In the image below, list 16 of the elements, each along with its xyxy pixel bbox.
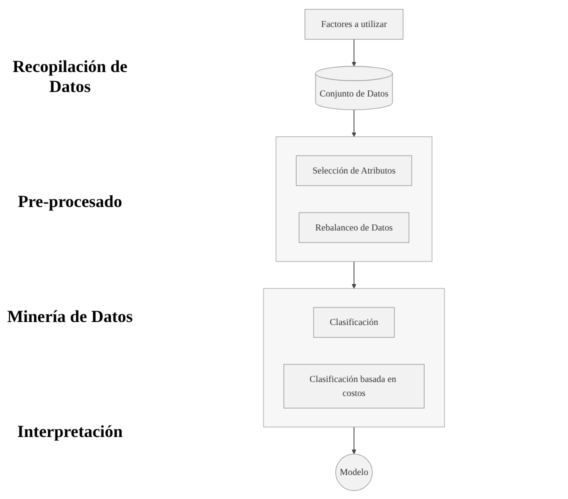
arrow — [352, 426, 356, 454]
arrow — [352, 38, 356, 66]
cluster — [276, 136, 432, 262]
arrow — [352, 260, 356, 288]
node-box: Selección de Atributos — [296, 154, 412, 186]
arrow — [352, 108, 356, 136]
stage-label: Pre-procesado — [16, 192, 124, 212]
node-box: Factores a utilizar — [304, 8, 404, 40]
stage-label: Interpretación — [16, 422, 124, 442]
stage-label: Minería de Datos — [6, 306, 134, 327]
node-box: Rebalanceo de Datos — [298, 212, 410, 242]
node-circle: Modelo — [335, 453, 373, 490]
stage-label: Recopilación de Datos — [12, 57, 128, 98]
node-box: Clasificación basada en costos — [284, 364, 424, 408]
node-box: Clasificación — [313, 306, 395, 338]
cluster — [263, 288, 445, 427]
